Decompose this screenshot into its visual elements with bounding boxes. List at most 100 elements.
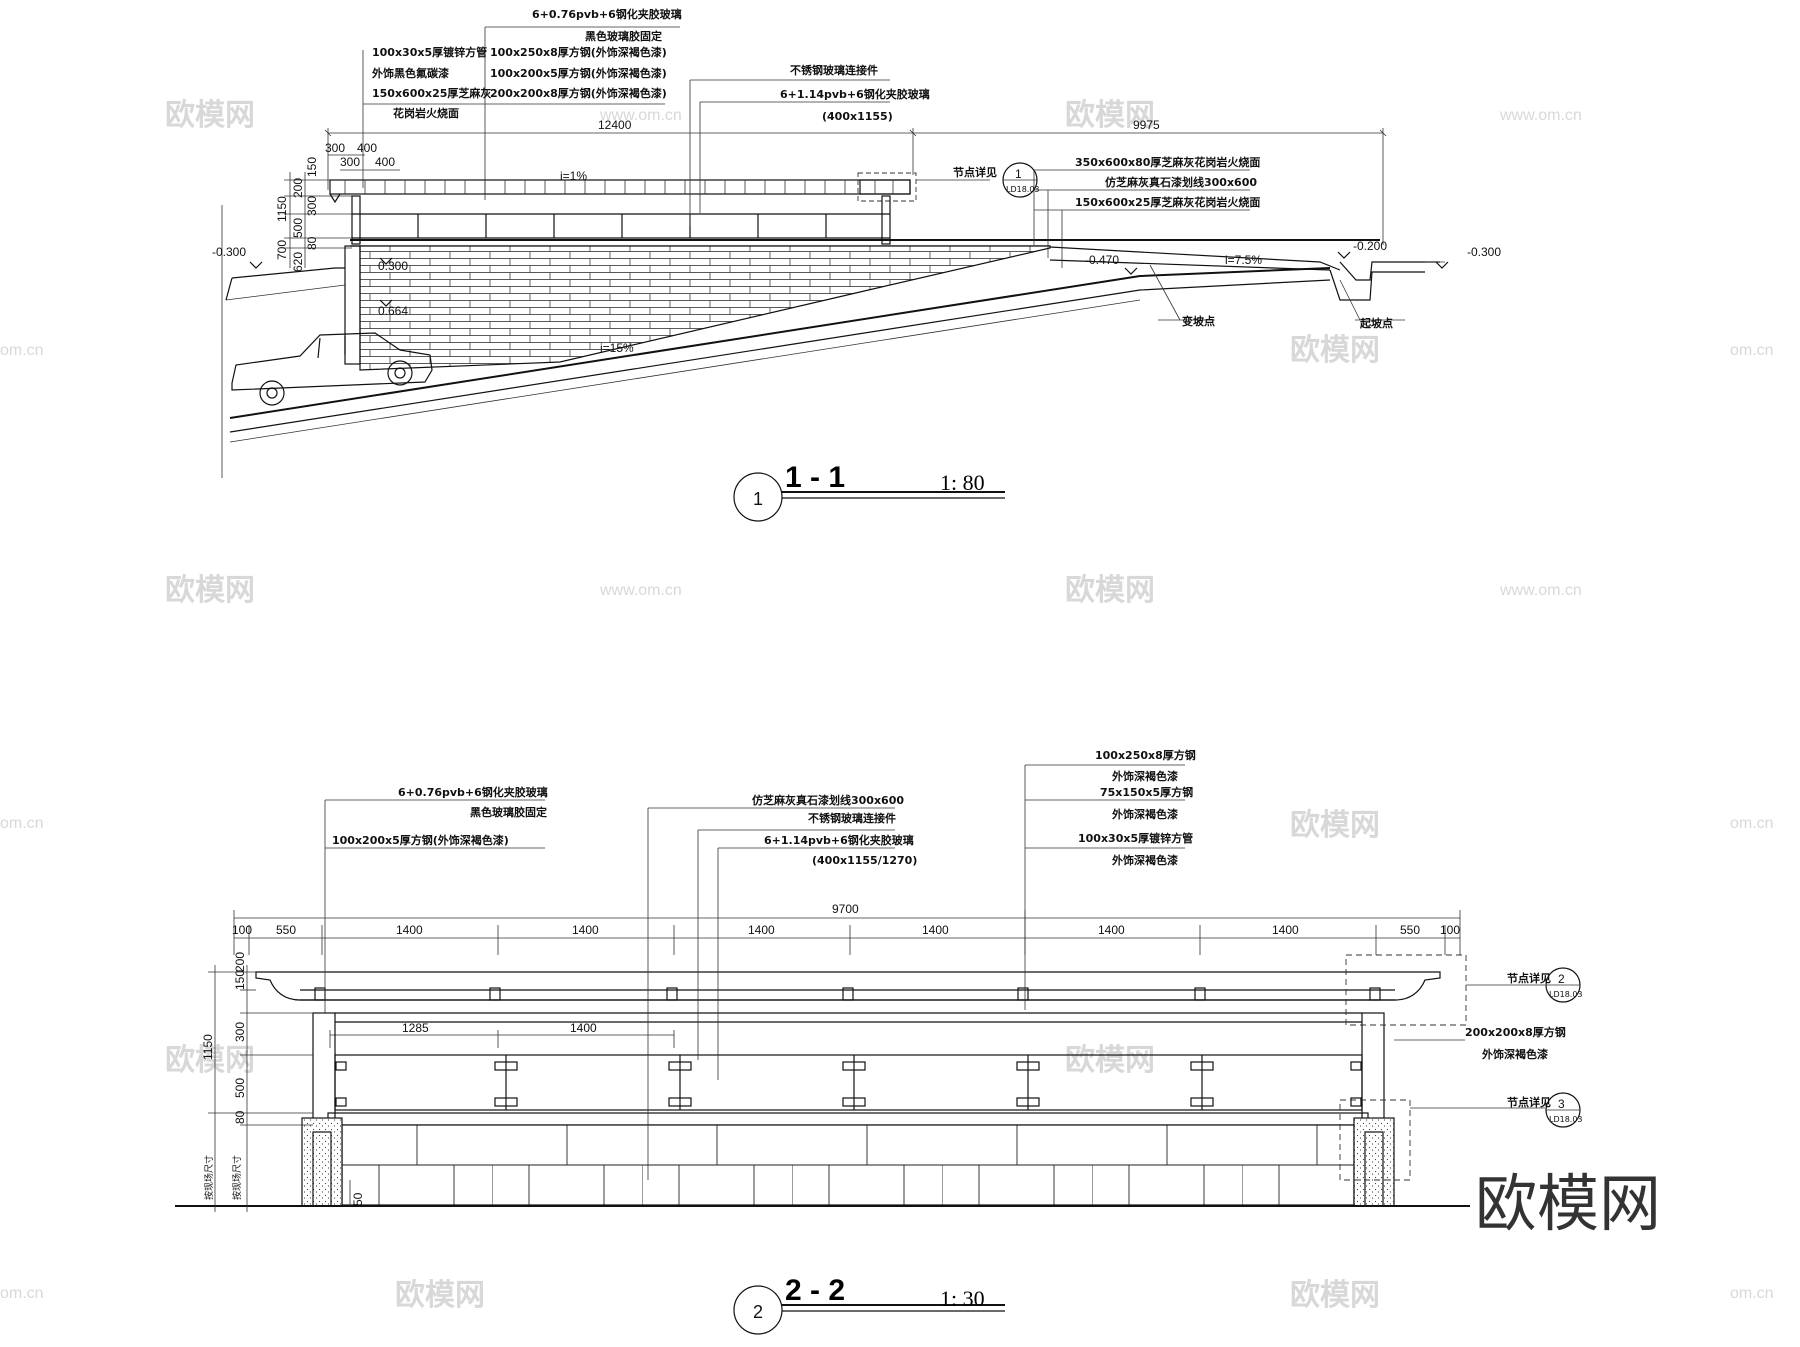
dimension-label: 1400 xyxy=(570,1021,597,1035)
dimension-label: 按现场尺寸 xyxy=(231,1155,243,1200)
level-label: 0.300 xyxy=(378,259,408,273)
watermark-brand: 欧模网 xyxy=(1065,573,1155,608)
watermark-brand: 欧模网 xyxy=(1065,1043,1155,1078)
callout-text: 外饰深褐色漆 xyxy=(1111,807,1178,821)
section-1-callouts-mid: 6+0.76pvb+6钢化夹胶玻璃 黑色玻璃胶固定 100x250x8厚方钢(外… xyxy=(490,7,682,100)
dimension-label: 80 xyxy=(305,236,319,250)
callout-text: 6+1.14pvb+6钢化夹胶玻璃 xyxy=(764,833,914,847)
callout-text: 外饰深褐色漆 xyxy=(1111,853,1178,867)
section-2-callouts-right: 100x250x8厚方钢 外饰深褐色漆 75x150x5厚方钢 外饰深褐色漆 1… xyxy=(1078,748,1196,867)
callout-text: 100x250x8厚方钢(外饰深褐色漆) xyxy=(490,45,667,59)
dimension-label: 9975 xyxy=(1133,118,1160,132)
car-icon xyxy=(231,332,433,406)
watermark-brand: 欧模网 xyxy=(165,1043,255,1078)
section-2-callout-post: 200x200x8厚方钢 外饰深褐色漆 xyxy=(1465,1025,1566,1061)
dimension-label: 1400 xyxy=(396,923,423,937)
section-1-drawing xyxy=(221,26,1449,522)
level-label: -0.300 xyxy=(1467,245,1501,259)
section-number: 1 xyxy=(753,489,763,509)
callout-text: 6+0.76pvb+6钢化夹胶玻璃 xyxy=(532,7,682,21)
watermark-brand: 欧模网 xyxy=(1065,98,1155,133)
callout-text: 不锈钢玻璃连接件 xyxy=(808,811,896,825)
section-1-slopes: i=1% i=15% i=7.5% 变坡点 起坡点 xyxy=(560,169,1393,355)
detail-ref: LD18.03 xyxy=(1549,990,1583,999)
dimension-label: 620 xyxy=(291,252,305,272)
watermark-site: om.cn xyxy=(0,342,44,359)
dimension-label: 500 xyxy=(291,218,305,238)
section-number: 2 xyxy=(753,1302,763,1322)
callout-text: 不锈钢玻璃连接件 xyxy=(790,63,878,77)
brand-logo: 欧模网 xyxy=(1475,1167,1661,1240)
dimension-label: 1150 xyxy=(201,1034,215,1060)
callout-text: 100x250x8厚方钢 xyxy=(1095,748,1196,762)
callout-text: 6+0.76pvb+6钢化夹胶玻璃 xyxy=(398,785,548,799)
section-2-dimensions: 9700 100 550 1400 1400 1400 1400 1400 14… xyxy=(201,902,1460,1206)
section-1-callouts-right: 不锈钢玻璃连接件 6+1.14pvb+6钢化夹胶玻璃 (400x1155) xyxy=(780,63,930,123)
dimension-label: 300 xyxy=(305,196,319,216)
callout-text: 200x200x8厚方钢(外饰深褐色漆) xyxy=(490,86,667,100)
callout-text: 150x600x25厚芝麻灰花岗岩火烧面 xyxy=(1075,195,1260,209)
section-1-levels: -0.300 0.300 0.664 -0.470 -0.200 -0.300 xyxy=(212,239,1501,318)
dimension-label: 50 xyxy=(351,1192,365,1206)
detail-number: 1 xyxy=(1015,167,1022,181)
detail-ref: LD18.03 xyxy=(1549,1115,1583,1124)
dimension-label: 200 xyxy=(233,952,247,972)
dimension-label: 1400 xyxy=(922,923,949,937)
section-1-callouts-left: 100x30x5厚镀锌方管 外饰黑色氟碳漆 150x600x25厚芝麻灰 花岗岩… xyxy=(371,45,491,120)
callout-text: 仿芝麻灰真石漆划线300x600 xyxy=(1105,175,1257,189)
slope-label: i=7.5% xyxy=(1225,253,1262,267)
callout-text: 花岗岩火烧面 xyxy=(393,106,459,120)
watermark-brand: 欧模网 xyxy=(1290,333,1380,368)
callout-text: 100x200x5厚方钢(外饰深褐色漆) xyxy=(332,833,509,847)
section-scale: 1: 80 xyxy=(940,470,985,495)
dimension-label: 400 xyxy=(375,155,395,169)
callout-text: 100x30x5厚镀锌方管 xyxy=(1078,831,1193,845)
callout-text: 200x200x8厚方钢 xyxy=(1465,1025,1566,1039)
level-label: -0.470 xyxy=(1085,253,1119,267)
section-2-callouts-left: 6+0.76pvb+6钢化夹胶玻璃 黑色玻璃胶固定 100x200x5厚方钢(外… xyxy=(332,785,548,847)
dimension-label: 150 xyxy=(233,970,247,990)
dimension-label: 550 xyxy=(1400,923,1420,937)
level-label: -0.300 xyxy=(212,245,246,259)
dimension-label: 1400 xyxy=(572,923,599,937)
section-title: 2 - 2 xyxy=(785,1274,845,1307)
section-title: 1 - 1 xyxy=(785,461,845,494)
point-label: 起坡点 xyxy=(1359,316,1393,330)
section-1-callouts-far: 350x600x80厚芝麻灰花岗岩火烧面 仿芝麻灰真石漆划线300x600 15… xyxy=(1075,155,1260,209)
watermark-site: om.cn xyxy=(1730,1285,1774,1302)
dimension-label: 1285 xyxy=(402,1021,429,1035)
watermark-site: www.om.cn xyxy=(599,107,682,124)
watermark-brand: 欧模网 xyxy=(165,573,255,608)
section-1-dimensions: 12400 9975 300 400 300 400 150 200 300 5… xyxy=(275,118,1160,272)
watermark-brand: 欧模网 xyxy=(395,1278,485,1313)
watermark-site: om.cn xyxy=(1730,815,1774,832)
dimension-label: 300 xyxy=(340,155,360,169)
dimension-label: 1400 xyxy=(748,923,775,937)
point-label: 变坡点 xyxy=(1182,314,1215,328)
callout-text: 黑色玻璃胶固定 xyxy=(585,29,662,43)
detail-number: 2 xyxy=(1558,972,1565,986)
watermark-site: www.om.cn xyxy=(1499,582,1582,599)
detail-number: 3 xyxy=(1558,1097,1565,1111)
section-2-drawing xyxy=(175,764,1581,1335)
dimension-label: 300 xyxy=(233,1022,247,1042)
dimension-label: 1150 xyxy=(275,196,289,222)
callout-text: 黑色玻璃胶固定 xyxy=(470,805,547,819)
watermark-site: www.om.cn xyxy=(599,582,682,599)
detail-ref: LD18.03 xyxy=(1006,185,1040,194)
callout-text: 150x600x25厚芝麻灰 xyxy=(372,86,491,100)
dimension-label: 按现场尺寸 xyxy=(203,1155,215,1200)
callout-text: 外饰黑色氟碳漆 xyxy=(371,66,449,80)
detail-label: 节点详见 xyxy=(1507,971,1551,985)
detail-label: 节点详见 xyxy=(953,165,997,179)
section-number-bubble xyxy=(733,1285,783,1335)
callout-text: 6+1.14pvb+6钢化夹胶玻璃 xyxy=(780,87,930,101)
dimension-label: 400 xyxy=(357,141,377,155)
section-2-callouts-mid: 仿芝麻灰真石漆划线300x600 不锈钢玻璃连接件 6+1.14pvb+6钢化夹… xyxy=(752,793,917,867)
watermark-brand: 欧模网 xyxy=(165,98,255,133)
watermark-brand: 欧模网 xyxy=(1290,1278,1380,1313)
level-label: 0.664 xyxy=(378,304,408,318)
watermark-brand: 欧模网 xyxy=(1290,808,1380,843)
slope-label: i=15% xyxy=(600,341,634,355)
